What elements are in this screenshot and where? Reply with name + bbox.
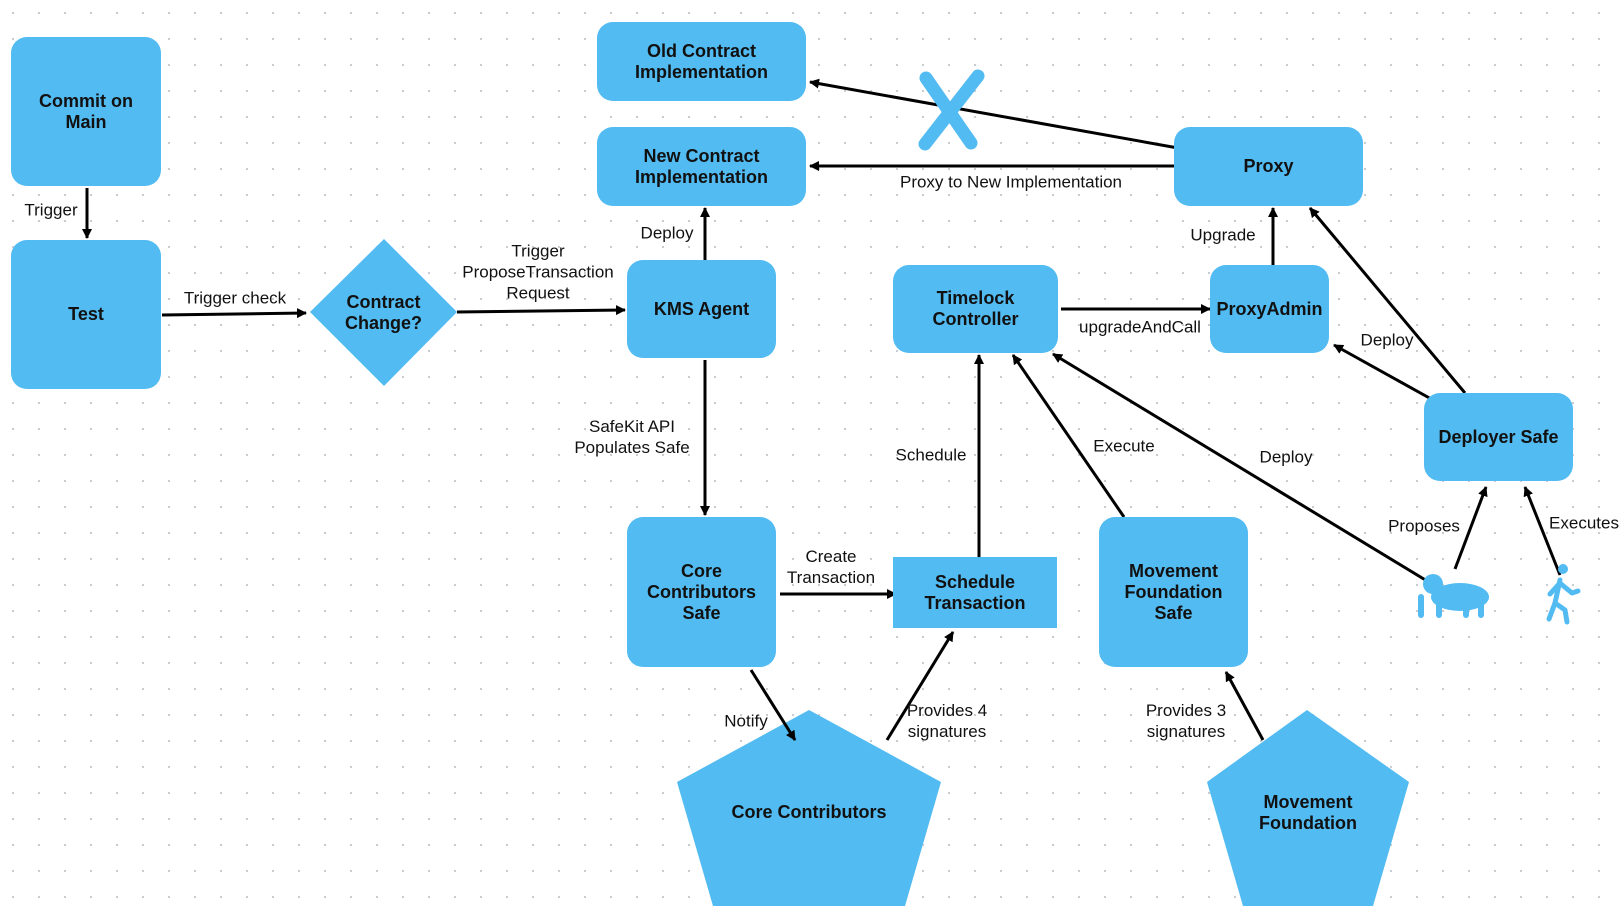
label-deploy-timelock: Deploy [1259,447,1313,467]
label-trigger-check: Trigger check [183,288,287,308]
edge-mfsafe-timelock [1011,354,1126,518]
edge-deployer-admin [1333,343,1434,402]
label-deploy-admin: Deploy [1360,330,1414,350]
node-deployer-safe[interactable]: Deployer Safe [1424,393,1573,481]
node-proxyadmin[interactable]: ProxyAdmin [1210,265,1329,353]
cross-x-icon [918,69,985,151]
label-trigger: Trigger [24,200,78,220]
node-timelock-controller[interactable]: Timelock Controller [893,265,1058,353]
node-movement-foundation-safe[interactable]: Movement Foundation Safe [1099,517,1248,667]
label-trigger-propose: Trigger ProposeTransaction Request [462,241,614,303]
edge-mf-mfsafe [1224,671,1265,741]
node-old-contract-implementation[interactable]: Old Contract Implementation [597,22,806,101]
node-contract-change[interactable]: Contract Change? [344,291,422,333]
edge-gorilla-timelock [1052,352,1433,586]
node-test[interactable]: Test [11,240,161,389]
edge-coresafe-corecontrib [749,669,797,741]
label-proposes: Proposes [1388,516,1460,536]
label-provides-3: Provides 3 signatures [1145,701,1227,741]
edge-test-diamond [161,308,307,319]
edge-gorilla-deployer [1453,486,1488,570]
contract-change-diamond [310,239,457,386]
label-notify: Notify [724,711,768,731]
edge-deployer-proxy [1308,207,1467,394]
label-execute: Execute [1093,436,1155,456]
core-contributors-pentagon [677,710,941,906]
label-executes: Executes [1549,513,1619,533]
label-upgrade: Upgrade [1190,225,1256,245]
node-core-contributors-safe[interactable]: Core Contributors Safe [627,517,776,667]
node-kms-agent[interactable]: KMS Agent [627,260,776,358]
label-create-transaction: Create Transaction [786,547,876,587]
label-upgrade-and-call: upgradeAndCall [1079,317,1201,337]
label-schedule: Schedule [895,445,967,465]
movement-foundation-pentagon [1207,710,1409,906]
edge-proxy-oldimpl [809,78,1179,150]
edge-corecontrib-schedule [885,631,955,741]
label-proxy-new-impl: Proxy to New Implementation [899,172,1123,192]
node-new-contract-implementation[interactable]: New Contract Implementation [597,127,806,206]
edge-diamond-kms [456,305,626,316]
walking-person-icon [1546,564,1581,625]
node-proxy[interactable]: Proxy [1174,127,1363,206]
label-safekit: SafeKit API Populates Safe [574,417,690,457]
node-movement-foundation[interactable]: Movement Foundation [1259,791,1357,833]
node-schedule-transaction[interactable]: Schedule Transaction [893,557,1057,628]
label-deploy-kms: Deploy [640,223,694,243]
label-provides-4: Provides 4 signatures [906,701,988,741]
edge-person-deployer [1523,486,1562,576]
node-core-contributors[interactable]: Core Contributors [731,802,887,822]
gorilla-icon [1418,574,1489,618]
node-commit-on-main[interactable]: Commit on Main [11,37,161,186]
